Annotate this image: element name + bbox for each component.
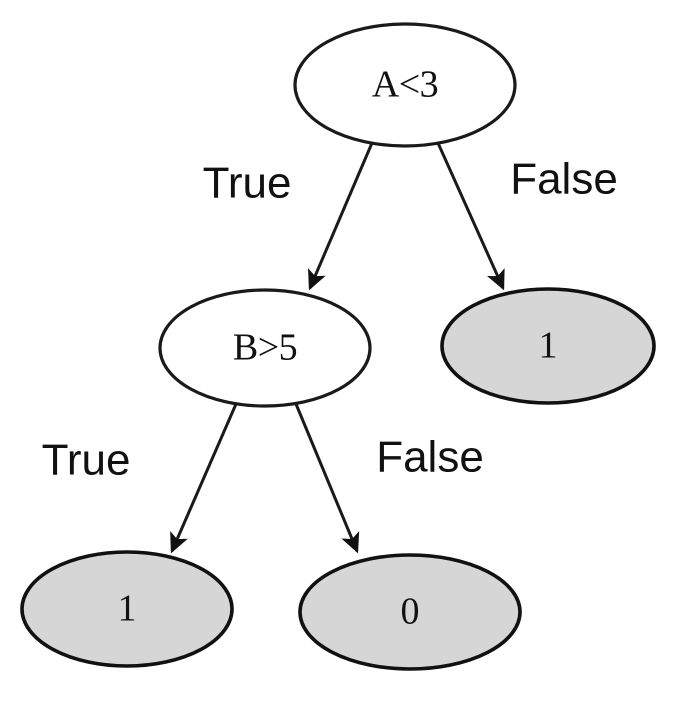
node-leaf-right-one-shape	[440, 287, 656, 405]
node-leaf-bottom-zero-label: 0	[401, 591, 420, 633]
node-root-label: A<3	[372, 64, 438, 106]
node-root-shape	[293, 22, 517, 148]
edge-label-true-false: False	[376, 433, 484, 482]
node-leaf-right-one-label: 1	[539, 325, 558, 367]
node-leaf-bottom-one-label: 1	[118, 588, 137, 630]
node-leaf-bottom-zero-shape	[298, 553, 522, 671]
node-b-gt-5-shape	[158, 288, 372, 408]
node-leaf-bottom-zero[interactable]: 0	[298, 553, 522, 671]
edge-true-false-line	[294, 403, 360, 554]
node-b-gt-5-label: B>5	[233, 327, 297, 369]
edge-label-group: True False True False	[42, 155, 618, 485]
node-leaf-bottom-one[interactable]: 1	[20, 550, 234, 668]
edge-label-root-false: False	[510, 155, 618, 204]
node-root[interactable]: A<3	[293, 22, 517, 148]
edge-label-root-true: True	[203, 159, 292, 208]
edge-true-true-line	[170, 403, 238, 554]
node-leaf-bottom-one-shape	[20, 550, 234, 668]
node-b-gt-5[interactable]: B>5	[158, 288, 372, 408]
node-group: A<3 B>5 1 1 0	[20, 22, 656, 671]
node-leaf-right-one[interactable]: 1	[440, 287, 656, 405]
edge-label-true-true: True	[42, 436, 131, 485]
edge-group	[170, 142, 505, 554]
edge-root-true-line	[308, 142, 374, 291]
edge-root-false-line	[436, 142, 505, 291]
